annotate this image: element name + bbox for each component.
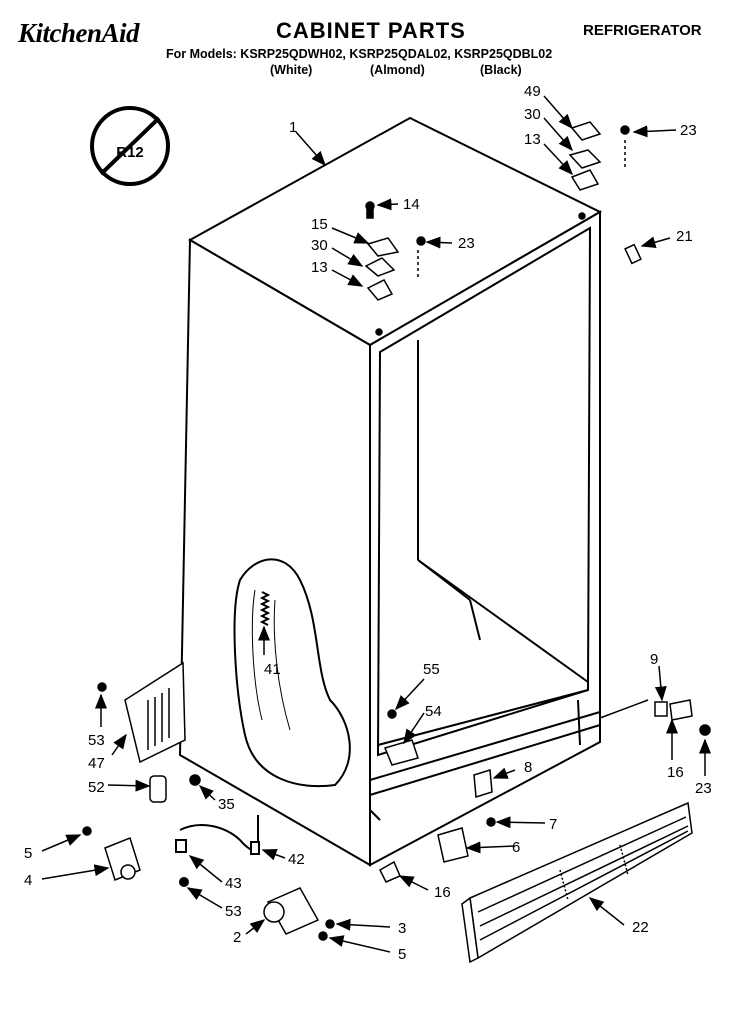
callout-35: 35 bbox=[218, 796, 235, 813]
callout-14: 14 bbox=[403, 196, 420, 213]
callout-42: 42 bbox=[288, 851, 305, 868]
top-hinge-right bbox=[568, 121, 630, 220]
front-roller bbox=[82, 826, 141, 881]
callout-8: 8 bbox=[524, 759, 532, 776]
top-hinge-left bbox=[364, 201, 426, 336]
callout-52: 52 bbox=[88, 779, 105, 796]
wire-spring bbox=[259, 591, 271, 626]
part-16-clip bbox=[379, 860, 401, 883]
leader-lines bbox=[41, 95, 711, 953]
callout-30-left: 30 bbox=[311, 237, 328, 254]
lower-hinge-right bbox=[599, 699, 711, 736]
callout-5-right: 5 bbox=[398, 946, 406, 963]
page-title: CABINET PARTS bbox=[276, 18, 466, 43]
callout-13-right: 13 bbox=[524, 131, 541, 148]
callout-47: 47 bbox=[88, 755, 105, 772]
callout-54: 54 bbox=[425, 703, 442, 720]
callout-4: 4 bbox=[24, 872, 32, 889]
color-label-white: (White) bbox=[270, 63, 313, 77]
callout-13-left: 13 bbox=[311, 259, 328, 276]
callout-30-right: 30 bbox=[524, 106, 541, 123]
callout-6: 6 bbox=[512, 839, 520, 856]
callout-15: 15 bbox=[311, 216, 328, 233]
brand-logo: KitchenAid bbox=[18, 18, 140, 48]
callout-5-left: 5 bbox=[24, 845, 32, 862]
color-label-black: (Black) bbox=[480, 63, 522, 77]
callout-23-right: 23 bbox=[680, 122, 697, 139]
r12-label: R12 bbox=[116, 144, 144, 161]
cabinet bbox=[178, 116, 603, 867]
rear-roller bbox=[263, 887, 335, 941]
appliance-category: REFRIGERATOR bbox=[583, 22, 702, 39]
callout-21: 21 bbox=[676, 228, 693, 245]
model-numbers: For Models: KSRP25QDWH02, KSRP25QDAL02, … bbox=[166, 47, 553, 61]
callout-53-lower: 53 bbox=[225, 903, 242, 920]
callout-2: 2 bbox=[233, 929, 241, 946]
callout-43: 43 bbox=[225, 875, 242, 892]
callout-16-right: 16 bbox=[667, 764, 684, 781]
part-8-block bbox=[473, 769, 493, 798]
callout-numbers: 1 14 15 23 30 13 49 30 13 23 21 41 55 54… bbox=[24, 83, 712, 963]
part-21-bracket bbox=[624, 243, 642, 265]
callout-53-upper: 53 bbox=[88, 732, 105, 749]
callout-3: 3 bbox=[398, 920, 406, 937]
callout-22: 22 bbox=[632, 919, 649, 936]
callout-41: 41 bbox=[264, 661, 281, 678]
callout-55: 55 bbox=[423, 661, 440, 678]
callout-7: 7 bbox=[549, 816, 557, 833]
callout-9: 9 bbox=[650, 651, 658, 668]
callout-16-lower: 16 bbox=[434, 884, 451, 901]
water-tube bbox=[175, 824, 260, 887]
part-6-7 bbox=[437, 817, 496, 863]
callout-23-top: 23 bbox=[458, 235, 475, 252]
color-label-almond: (Almond) bbox=[370, 63, 425, 77]
part-54-55 bbox=[383, 709, 419, 766]
left-bracket bbox=[97, 661, 201, 803]
callout-1: 1 bbox=[289, 119, 297, 136]
callout-23-bottom: 23 bbox=[695, 780, 712, 797]
callout-49: 49 bbox=[524, 83, 541, 100]
toe-grille bbox=[461, 801, 693, 964]
r12-badge: R12 bbox=[90, 106, 170, 186]
